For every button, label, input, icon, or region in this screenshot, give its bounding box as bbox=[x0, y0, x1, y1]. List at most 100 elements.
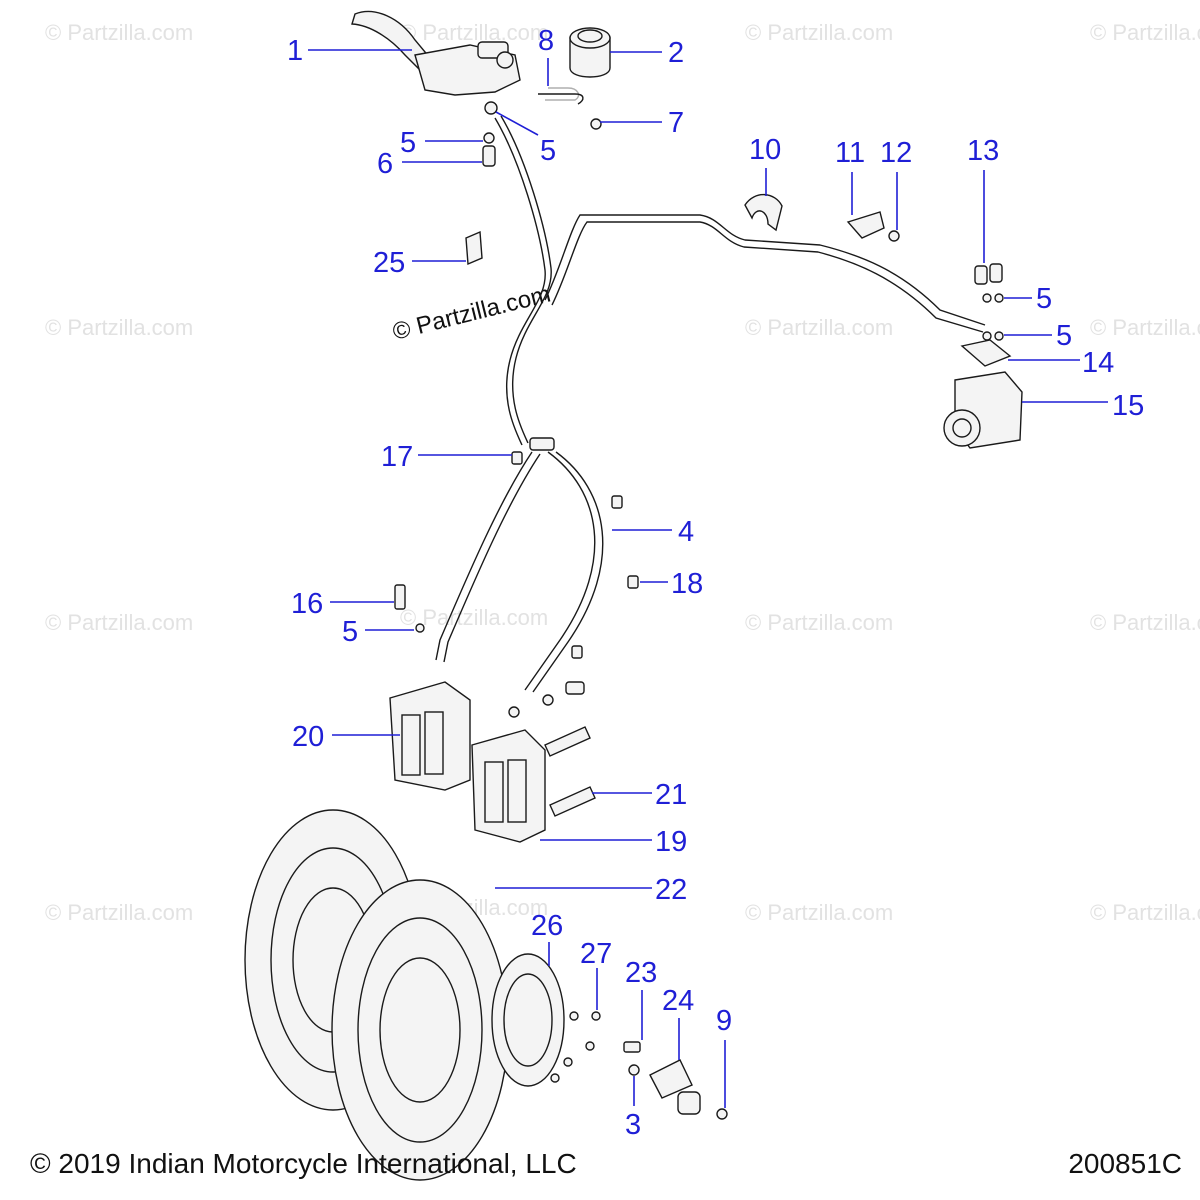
callout-27: 27 bbox=[580, 938, 612, 970]
reservoir-hose-outline bbox=[538, 93, 584, 105]
tone-ring-screw bbox=[585, 1041, 595, 1051]
sealing-washer bbox=[508, 706, 520, 718]
watermark: © Partzilla.com bbox=[400, 605, 548, 630]
banjo-bolt bbox=[482, 145, 496, 167]
reservoir-hose bbox=[545, 87, 580, 101]
caliper-mount-bolt bbox=[549, 786, 596, 817]
sensor-screw bbox=[716, 1108, 728, 1120]
hose-grommet bbox=[627, 575, 639, 589]
sealing-washer bbox=[542, 694, 554, 706]
hose-clamp bbox=[590, 118, 602, 130]
caliper-mount-bolt bbox=[544, 726, 591, 757]
tone-ring-screw bbox=[550, 1073, 560, 1083]
brake-hose-right bbox=[524, 451, 596, 691]
callout-15: 15 bbox=[1112, 390, 1144, 422]
callout-6: 6 bbox=[377, 148, 393, 180]
abs-tone-ring bbox=[491, 953, 565, 1087]
callout-5: 5 bbox=[1056, 320, 1072, 352]
hose-grommet bbox=[571, 645, 583, 659]
watermark: © Partzilla.com bbox=[45, 315, 193, 340]
sensor-housing bbox=[677, 1091, 701, 1115]
callout-5: 5 bbox=[400, 127, 416, 159]
watermarks: © Partzilla.com © Partzilla.com © Partzi… bbox=[45, 20, 1200, 925]
callout-13: 13 bbox=[967, 135, 999, 167]
callout-19: 19 bbox=[655, 826, 687, 858]
sealing-washer bbox=[982, 331, 992, 341]
line-clip bbox=[465, 230, 483, 266]
junction-bolt bbox=[511, 451, 523, 465]
callout-24: 24 bbox=[662, 985, 694, 1017]
watermark: © Partzilla.com bbox=[1090, 20, 1200, 45]
sealing-washer bbox=[415, 623, 425, 633]
watermark: © Partzilla.com bbox=[745, 900, 893, 925]
callout-5: 5 bbox=[342, 616, 358, 648]
line-retainer bbox=[744, 193, 783, 232]
callout-22: 22 bbox=[655, 874, 687, 906]
fluid-reservoir bbox=[569, 27, 611, 78]
junction-block bbox=[529, 437, 555, 451]
callout-9: 9 bbox=[716, 1005, 732, 1037]
watermark: © Partzilla.com bbox=[745, 20, 893, 45]
figure-id: 200851C bbox=[1068, 1148, 1182, 1179]
abs-bolt bbox=[989, 263, 1003, 283]
callout-11: 11 bbox=[835, 137, 865, 169]
watermark: © Partzilla.com bbox=[1090, 900, 1200, 925]
callout-23: 23 bbox=[625, 957, 657, 989]
sealing-washer bbox=[483, 132, 495, 144]
watermark: © Partzilla.com bbox=[745, 315, 893, 340]
watermark: © Partzilla.com bbox=[745, 610, 893, 635]
callout-5: 5 bbox=[1036, 283, 1052, 315]
wheel-speed-sensor bbox=[649, 1059, 693, 1099]
tone-ring-screw bbox=[563, 1057, 573, 1067]
callout-4: 4 bbox=[678, 516, 694, 548]
watermark: © Partzilla.com bbox=[45, 20, 193, 45]
callout-8: 8 bbox=[538, 25, 554, 57]
left-brake-caliper bbox=[389, 681, 471, 791]
bleeder-screw bbox=[394, 584, 406, 610]
brake-hose-upper bbox=[494, 117, 546, 446]
brake-rotor-front bbox=[331, 879, 509, 1181]
callout-2: 2 bbox=[668, 37, 684, 69]
abs-module bbox=[943, 371, 1023, 449]
callouts: 1 2 8 7 5 5 6 10 11 12 13 5 5 14 15 25 1 bbox=[287, 25, 1144, 1141]
callout-17: 17 bbox=[381, 441, 413, 473]
callout-20: 20 bbox=[292, 721, 324, 753]
callout-7: 7 bbox=[668, 107, 684, 139]
master-cylinder-lever bbox=[351, 10, 521, 96]
abs-bracket bbox=[960, 339, 1012, 367]
watermark: © Partzilla.com bbox=[45, 610, 193, 635]
callout-26: 26 bbox=[531, 910, 563, 942]
callout-12: 12 bbox=[880, 137, 912, 169]
line-bracket bbox=[846, 211, 885, 239]
abs-bolt bbox=[974, 265, 988, 285]
washer bbox=[628, 1064, 640, 1076]
bracket-screw bbox=[888, 230, 900, 242]
callout-3: 3 bbox=[625, 1109, 641, 1141]
callout-1: 1 bbox=[287, 35, 303, 67]
callout-5: 5 bbox=[540, 135, 556, 167]
callout-14: 14 bbox=[1082, 347, 1114, 379]
watermark: © Partzilla.com bbox=[45, 900, 193, 925]
center-watermark: © Partzilla.com bbox=[390, 281, 553, 346]
sealing-washer bbox=[484, 101, 498, 115]
callout-21: 21 bbox=[655, 779, 687, 811]
right-brake-caliper bbox=[471, 729, 546, 843]
watermark: © Partzilla.com bbox=[400, 20, 548, 45]
sealing-washer bbox=[994, 293, 1004, 303]
hose-grommet bbox=[611, 495, 623, 509]
callout-18: 18 bbox=[671, 568, 703, 600]
watermark: © Partzilla.com bbox=[1090, 315, 1200, 340]
tone-ring-screw bbox=[591, 1011, 601, 1021]
copyright-notice: © 2019 Indian Motorcycle International, … bbox=[30, 1148, 577, 1179]
watermark: © Partzilla.com bbox=[1090, 610, 1200, 635]
tone-ring-screw bbox=[569, 1011, 579, 1021]
callout-16: 16 bbox=[291, 588, 323, 620]
callout-25: 25 bbox=[373, 247, 405, 279]
brake-hose-left bbox=[435, 451, 533, 661]
sealing-washer bbox=[982, 293, 992, 303]
banjo-bolt bbox=[565, 681, 585, 695]
sealing-washer bbox=[994, 331, 1004, 341]
callout-10: 10 bbox=[749, 134, 781, 166]
abs-hard-line bbox=[544, 214, 986, 326]
